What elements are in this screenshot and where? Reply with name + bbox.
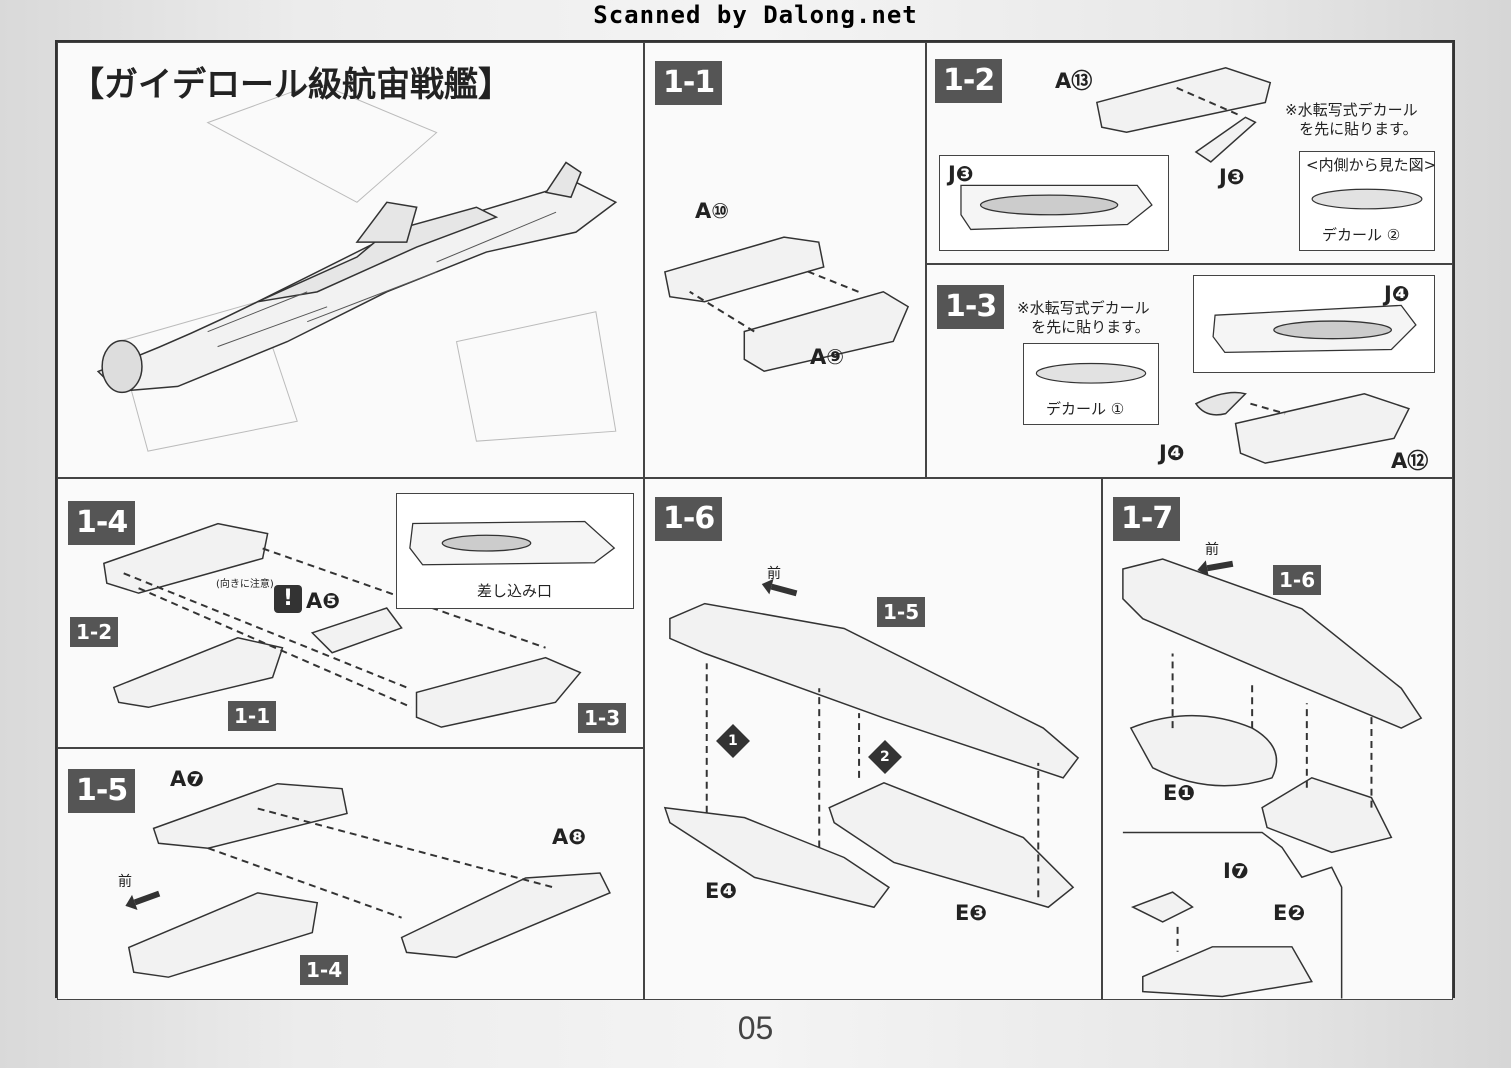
front-direction-label: 前 (118, 874, 132, 890)
step-1-4-panel: 1-4 1-2 1-1 1-3 ! A❺ (向きに注意) 差し込み口 (57, 478, 644, 748)
part-j4-label: J❹ (1159, 441, 1185, 465)
part-a12-label: A⑫ (1391, 449, 1429, 473)
title-panel: 【ガイデロール級航宙戦艦】 (57, 42, 644, 478)
step-1-5-diagram (127, 782, 611, 978)
step-label: 1-6 (655, 497, 723, 541)
part-a7-label: A❼ (170, 767, 205, 791)
detail-j3-box: J❸ (939, 155, 1169, 251)
part-j4-detail-label: J❹ (1384, 282, 1410, 306)
insert-slot-label: 差し込み口 (477, 582, 553, 600)
step-1-2-diagram (1095, 66, 1272, 163)
decal-1-label: デカール ① (1046, 400, 1125, 418)
part-a8-label: A❽ (552, 825, 587, 849)
page-title: 【ガイデロール級航宙戦艦】 (70, 65, 512, 105)
step-label: 1-4 (68, 501, 136, 545)
step-label: 1-2 (935, 59, 1003, 103)
step-1-1-panel: 1-1 A⑩ A⑨ (644, 42, 926, 478)
scanned-watermark: Scanned by Dalong.net (593, 1, 918, 29)
step-1-7-panel: 1-7 前 1-6 E❶ I❼ E❷ (1102, 478, 1453, 1000)
caution-text: (向きに注意) (216, 579, 274, 590)
ship-illustration (96, 82, 618, 452)
step-1-3-panel: 1-3 ※水転写式デカール を先に貼ります。 デカール ① J❹ J❹ A⑫ (926, 264, 1453, 478)
part-a5-label: A❺ (306, 589, 341, 613)
step-1-2-panel: 1-2 A⑬ ※水転写式デカール を先に貼ります。 J❸ J❸ <内側から見た図… (926, 42, 1453, 264)
part-j3-detail-label: J❸ (948, 162, 974, 186)
step-1-5-panel: 1-5 A❼ A❽ 前 1-4 (57, 748, 644, 1000)
ref-step-1-1: 1-1 (228, 701, 277, 731)
inside-view-box: <内側から見た図> デカール ② (1299, 151, 1437, 251)
detail-j4-box: J❹ (1193, 275, 1435, 373)
inside-view-caption: <内側から見た図> (1306, 156, 1437, 174)
step-1-3-diagram (1194, 391, 1410, 464)
page-number: 05 (737, 1010, 774, 1046)
part-a10-label: A⑩ (695, 199, 730, 223)
step-1-1-diagram (663, 236, 910, 372)
ref-step-1-5: 1-5 (877, 597, 926, 627)
insert-detail-illustration (409, 520, 616, 566)
ref-step-1-3: 1-3 (578, 703, 627, 733)
decal-note: ※水転写式デカール を先に貼ります。 (1017, 299, 1150, 336)
insert-detail-box: 差し込み口 (396, 493, 634, 609)
decal-illustration (1311, 188, 1423, 210)
caution-icon: ! (274, 585, 302, 613)
step-label: 1-1 (655, 61, 723, 105)
instruction-sheet: 【ガイデロール級航宙戦艦】 1-1 A⑩ A⑨ 1-2 A⑬ (55, 40, 1455, 1000)
ref-step-1-2: 1-2 (70, 617, 119, 647)
step-1-6-diagram (663, 602, 1080, 909)
step-1-4-diagram (103, 522, 582, 728)
j3-sprue-illustration (960, 184, 1153, 231)
part-e3-label: E❸ (955, 901, 988, 925)
decal-illustration (1035, 362, 1147, 384)
j4-sprue-illustration (1212, 304, 1417, 354)
part-i7-label: I❼ (1223, 859, 1249, 883)
decal-note: ※水転写式デカール を先に貼ります。 (1285, 101, 1418, 138)
part-e4-label: E❹ (705, 879, 738, 903)
part-j3-label: J❸ (1219, 165, 1245, 189)
part-e2-label: E❷ (1273, 901, 1306, 925)
part-a13-label: A⑬ (1055, 69, 1093, 93)
front-direction-label: 前 (1205, 542, 1219, 558)
step-1-6-panel: 1-6 前 1-5 1 2 E❹ E❸ (644, 478, 1102, 1000)
decal-1-box: デカール ① (1023, 343, 1159, 425)
step-label: 1-7 (1113, 497, 1181, 541)
step-label: 1-3 (937, 285, 1005, 329)
step-label: 1-5 (68, 769, 136, 813)
part-a9-label: A⑨ (810, 345, 845, 369)
step-1-7-diagram (1122, 558, 1423, 999)
part-e1-label: E❶ (1163, 781, 1196, 805)
ref-step-1-4: 1-4 (300, 955, 349, 985)
decal-2-label: デカール ② (1322, 226, 1401, 244)
ref-step-1-6: 1-6 (1273, 565, 1322, 595)
